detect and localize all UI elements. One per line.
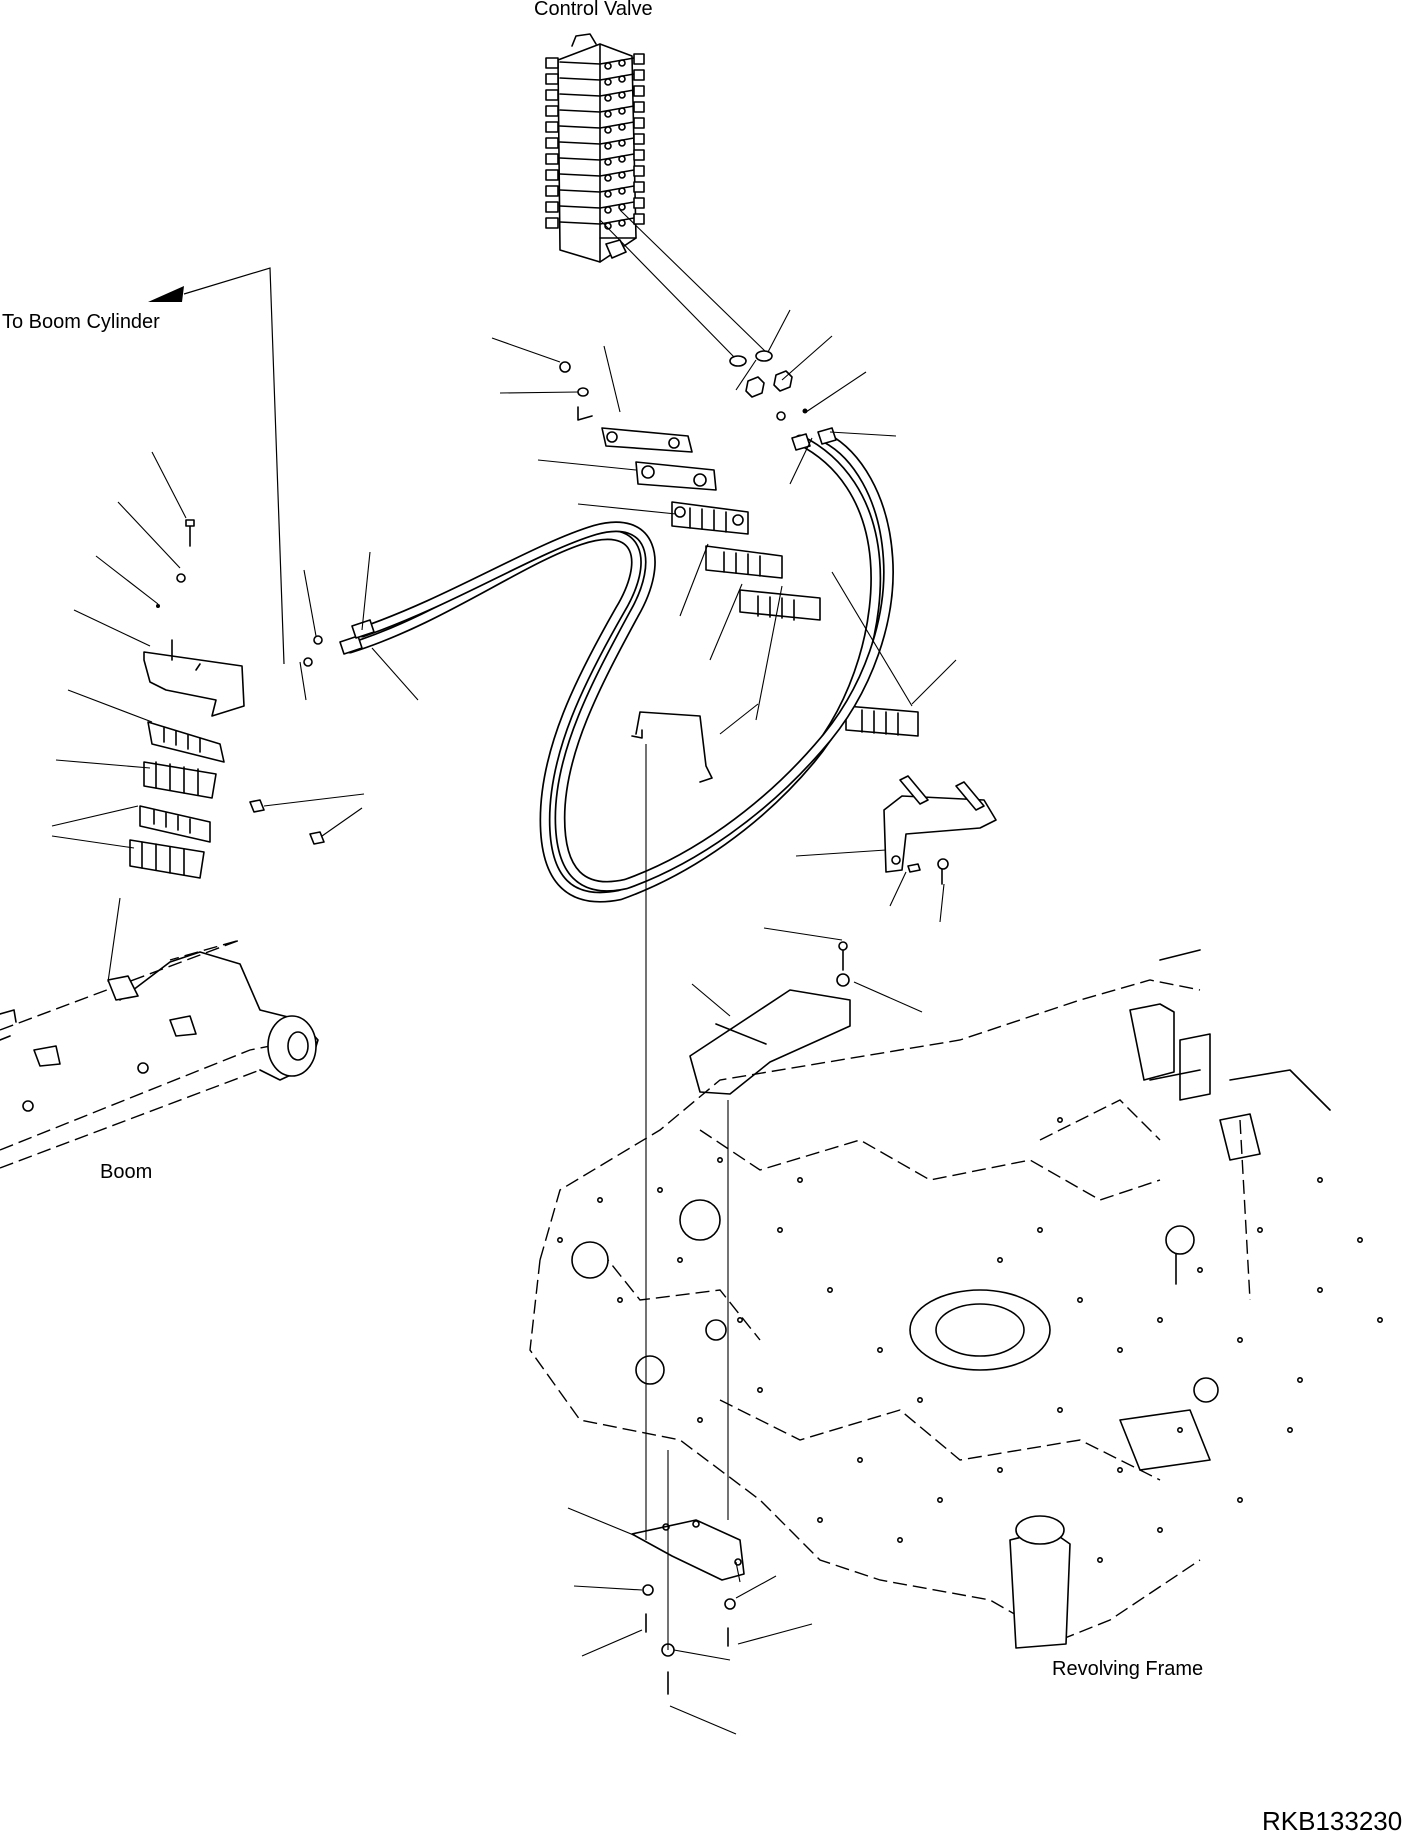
control-valve-label: Control Valve — [534, 0, 653, 20]
control-valve — [545, 33, 645, 263]
assembly-line-5 — [831, 571, 913, 707]
cv-leader-1 — [599, 219, 736, 359]
to-boom-cylinder-arrow — [148, 267, 285, 665]
hydraulic-hoses — [339, 427, 894, 903]
assembly-line-4 — [107, 897, 121, 983]
drawing-code-label: RKB133230 — [1262, 1806, 1402, 1836]
top-fittings — [559, 350, 808, 421]
to-boom-cylinder-label: To Boom Cylinder — [2, 311, 160, 333]
clamp-plates-center — [601, 427, 919, 737]
callout-leader-lines — [51, 309, 957, 1735]
revolving-frame-label: Revolving Frame — [1052, 1658, 1204, 1680]
bottom-cover — [631, 1519, 745, 1695]
pipe-bracket — [635, 711, 713, 783]
revolving-frame — [529, 949, 1331, 1649]
frame-bolt-holes — [556, 1117, 1384, 1564]
boom-label: Boom — [100, 1161, 153, 1183]
cover-plate — [689, 941, 851, 1095]
boom — [0, 939, 319, 1169]
left-clamp-stack — [129, 519, 245, 879]
right-bracket — [883, 775, 997, 885]
cv-leader-2 — [619, 209, 769, 355]
